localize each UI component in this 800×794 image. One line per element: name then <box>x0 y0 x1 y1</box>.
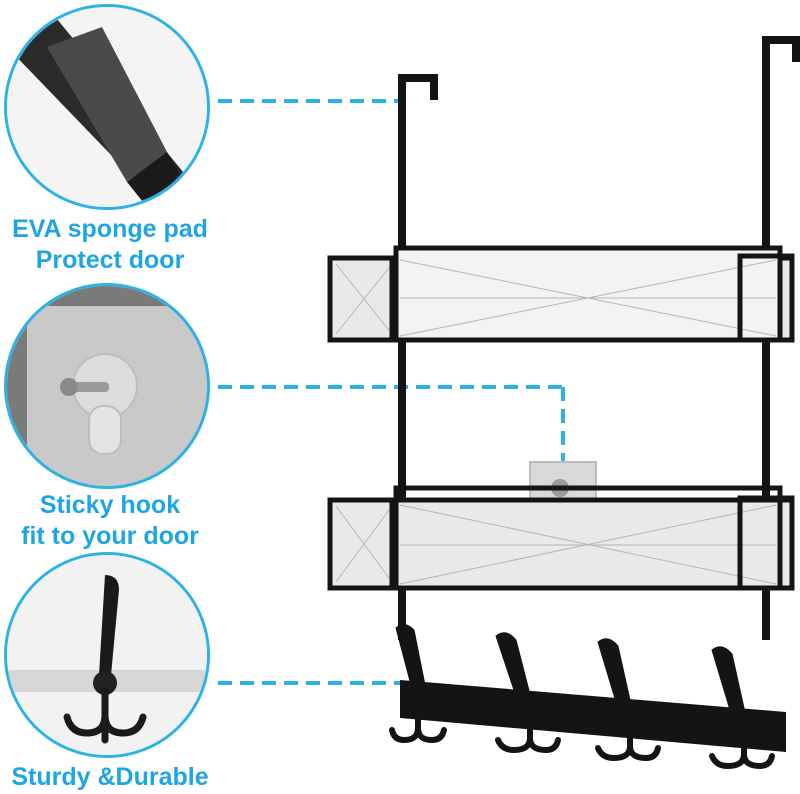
feature-label-1-line1: EVA sponge pad <box>12 215 208 243</box>
feature-label-2-line2: fit to your door <box>21 522 199 550</box>
feature-label-3-line1: Sturdy &Durable <box>11 763 209 791</box>
feature-label-1: EVA sponge pad Protect door <box>0 214 220 276</box>
feature-label-2-line1: Sticky hook <box>39 491 181 519</box>
coat-hook-4 <box>709 646 775 770</box>
sponge-pad-closeup-circle <box>4 4 210 210</box>
coat-hooks <box>389 624 775 770</box>
sticky-hook-closeup-circle <box>4 283 210 489</box>
coat-hook-1 <box>389 624 447 744</box>
sponge-pad-closeup-icon <box>7 7 207 207</box>
sticky-hook-closeup-icon <box>7 286 207 486</box>
coat-hook-2 <box>495 632 561 754</box>
feature-label-2: Sticky hook fit to your door <box>0 490 220 552</box>
triple-hook-closeup-circle <box>4 552 210 758</box>
hook-bar <box>400 680 786 752</box>
bottom-basket <box>327 485 795 591</box>
top-basket <box>327 245 795 343</box>
feature-label-3: Sturdy &Durable <box>0 762 220 793</box>
coat-hook-3 <box>595 638 661 762</box>
callout-lines <box>218 99 565 685</box>
triple-hook-closeup-icon <box>7 555 207 755</box>
feature-label-1-line2: Protect door <box>35 246 185 274</box>
door-hook-left <box>398 74 438 640</box>
